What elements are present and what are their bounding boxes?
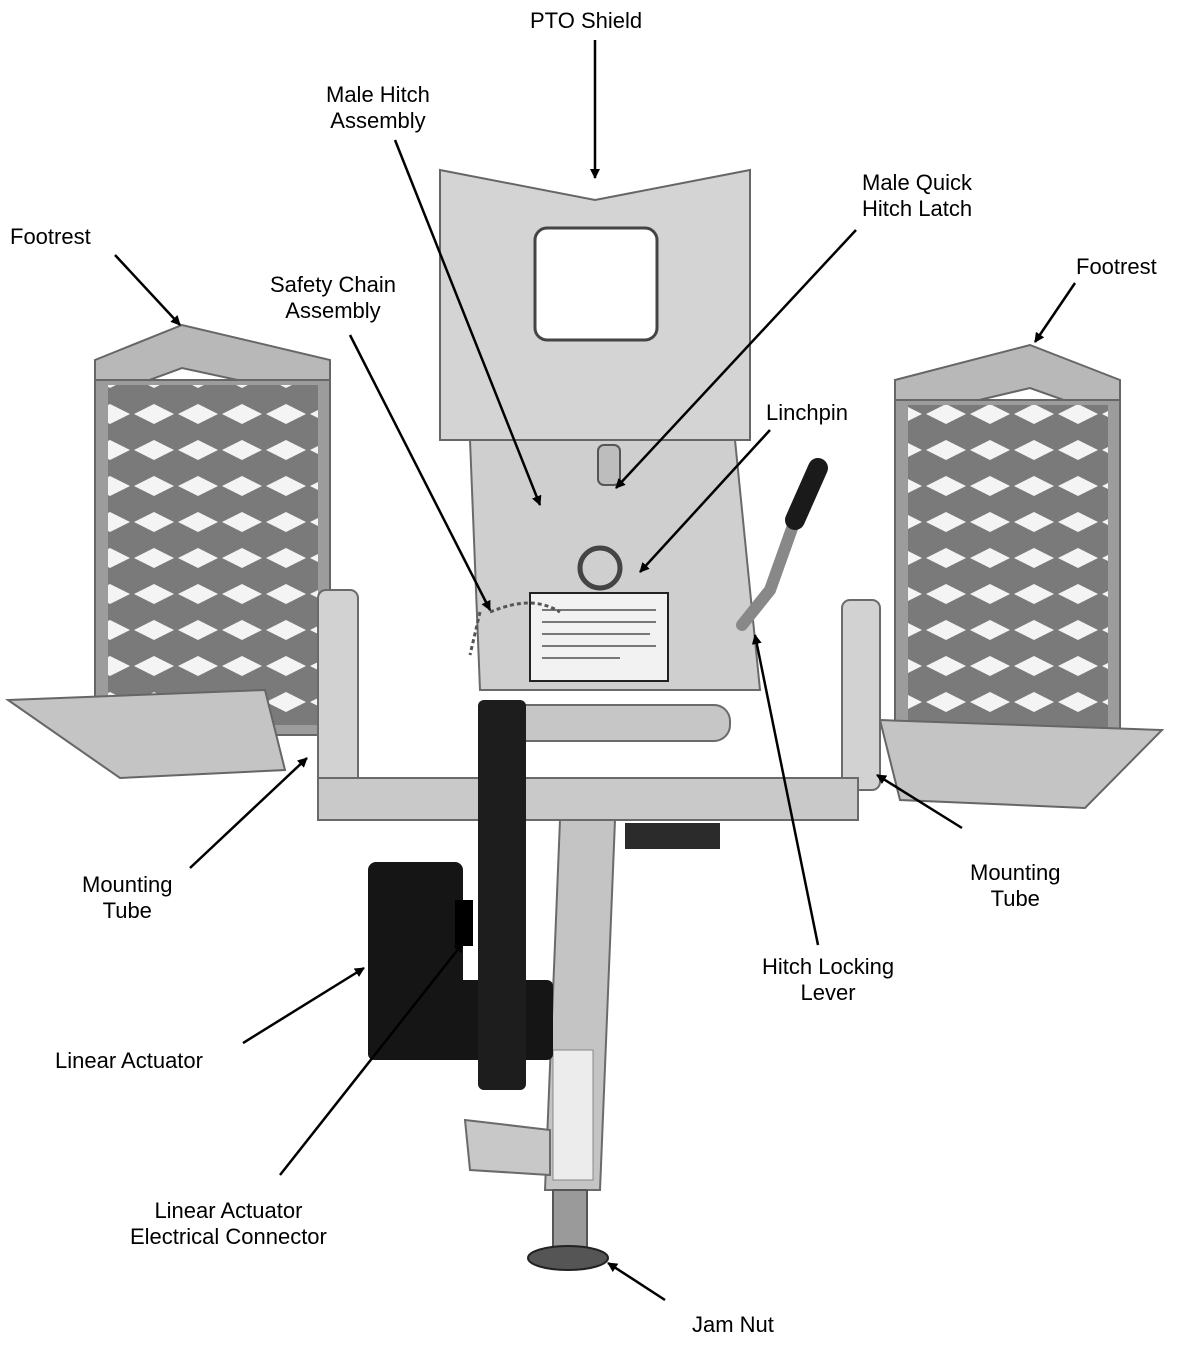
- leader-footrest-right: [1033, 282, 1077, 343]
- tongue-decal: [552, 1049, 594, 1181]
- leader-safety-chain-assembly: [348, 334, 492, 611]
- label-line: Lever: [800, 980, 856, 1005]
- label-linear-actuator-electrical-connector: Linear Actuator Electrical Connector: [130, 1198, 327, 1250]
- label-mounting-tube-right: Mounting Tube: [970, 860, 1061, 912]
- label-footrest-left: Footrest: [10, 224, 91, 250]
- right-footrest-grate: [908, 405, 1108, 735]
- safety-chain-illustration: [468, 601, 561, 656]
- label-line: Mounting: [970, 860, 1061, 885]
- label-line: Linchpin: [766, 400, 848, 425]
- hitch-locking-lever-grip: [785, 458, 828, 530]
- jam-nut-illustration: [527, 1245, 609, 1271]
- left-mounting-tube-illustration: [317, 589, 359, 791]
- quick-hitch-latch-illustration: [597, 444, 621, 486]
- right-footrest-illustration: [841, 343, 1165, 810]
- leader-mounting-tube-right: [876, 773, 963, 830]
- label-line: Tube: [102, 898, 152, 923]
- label-male-quick-hitch-latch: Male Quick Hitch Latch: [862, 170, 972, 222]
- pto-shield-window: [533, 226, 659, 342]
- leader-linear-actuator-electrical-connector: [279, 942, 464, 1176]
- leader-linchpin: [639, 429, 771, 573]
- left-footrest-illustration: [4, 323, 359, 791]
- label-line: Assembly: [285, 298, 381, 323]
- label-line: Assembly: [330, 108, 426, 133]
- hitch-locking-lever-illustration: [736, 514, 801, 631]
- label-line: Hitch Latch: [862, 196, 973, 221]
- label-hitch-locking-lever: Hitch Locking Lever: [762, 954, 894, 1006]
- label-line: Male Hitch: [326, 82, 430, 107]
- actuator-connector-plug: [455, 900, 473, 946]
- label-line: Mounting: [82, 872, 173, 897]
- leader-hitch-locking-lever: [751, 634, 820, 946]
- right-mounting-tube-illustration: [841, 599, 881, 791]
- left-footrest-base-plate: [4, 688, 287, 780]
- label-mounting-tube-left: Mounting Tube: [82, 872, 173, 924]
- warning-decal-lines: [542, 609, 656, 659]
- leader-lines: [114, 40, 1077, 1302]
- actuator-tube: [478, 700, 526, 1090]
- label-line: Safety Chain: [270, 272, 396, 297]
- label-linchpin: Linchpin: [766, 400, 848, 426]
- linchpin-illustration: [577, 545, 623, 591]
- label-line: Jam Nut: [692, 1312, 774, 1337]
- label-linear-actuator: Linear Actuator: [55, 1048, 203, 1074]
- cross-bar: [317, 777, 859, 821]
- label-male-hitch-assembly: Male Hitch Assembly: [326, 82, 430, 134]
- right-footrest-base-plate: [878, 718, 1165, 810]
- label-footrest-right: Footrest: [1076, 254, 1157, 280]
- hitch-roller: [499, 704, 731, 742]
- serial-plate: [625, 823, 720, 849]
- label-line: Tube: [990, 886, 1040, 911]
- jack-foot-stem: [552, 1189, 588, 1251]
- leader-mounting-tube-left: [189, 757, 308, 869]
- label-line: Footrest: [10, 224, 91, 249]
- leader-footrest-left: [114, 254, 181, 326]
- warning-decal: [529, 592, 669, 682]
- label-line: Hitch Locking: [762, 954, 895, 979]
- label-line: Linear Actuator: [55, 1048, 203, 1073]
- label-line: Male Quick: [862, 170, 973, 195]
- label-line: Linear Actuator: [154, 1198, 303, 1223]
- label-line: Footrest: [1076, 254, 1157, 279]
- leader-male-hitch-assembly: [393, 139, 542, 506]
- tongue-bracket: [463, 1118, 551, 1177]
- label-line: PTO Shield: [530, 8, 643, 33]
- leader-jam-nut: [607, 1261, 666, 1302]
- label-safety-chain-assembly: Safety Chain Assembly: [270, 272, 396, 324]
- left-footrest-grate: [108, 385, 318, 725]
- label-pto-shield: PTO Shield: [530, 8, 642, 34]
- leader-male-quick-hitch-latch: [615, 229, 857, 489]
- label-jam-nut: Jam Nut: [692, 1312, 774, 1338]
- label-line: Electrical Connector: [130, 1224, 327, 1249]
- leader-linear-actuator: [242, 966, 365, 1045]
